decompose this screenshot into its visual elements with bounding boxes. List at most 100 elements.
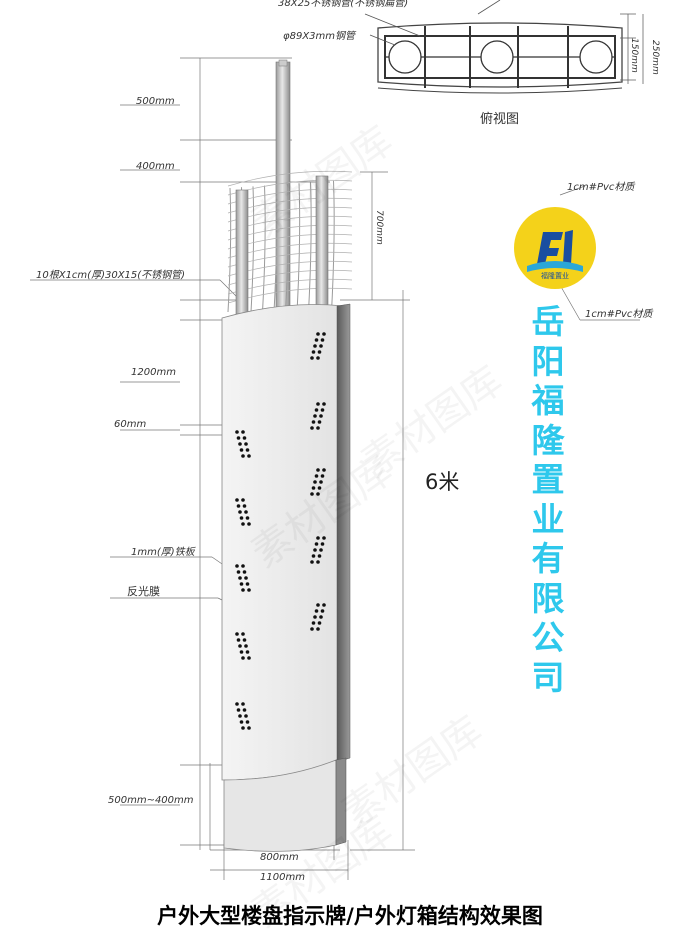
reflective-dot (316, 492, 320, 496)
reflective-dot (235, 498, 239, 502)
reflective-dot (316, 627, 320, 631)
reflective-dot (314, 542, 319, 546)
company-char: 业 (531, 499, 565, 539)
leader-line (364, 13, 421, 37)
fin-tube (285, 183, 289, 313)
base-edge (335, 757, 347, 846)
reflective-dot (245, 720, 250, 724)
reflective-dot (236, 504, 241, 508)
reflective-dot (241, 564, 245, 568)
reflective-dot (314, 609, 319, 613)
company-logo: 福隆置业 (513, 206, 597, 290)
label-500mm: 500mm (136, 96, 175, 107)
reflective-dot (316, 560, 320, 564)
reflective-dot (322, 468, 326, 472)
label-60mm: 60mm (114, 419, 147, 430)
reflective-dot (245, 448, 250, 452)
reflective-dot (242, 570, 247, 574)
panel-edge (336, 303, 351, 763)
reflective-dot (242, 504, 247, 508)
label-base-height: 500mm~400mm (108, 795, 194, 806)
label-1200mm: 1200mm (131, 367, 176, 378)
reflective-dot (316, 603, 320, 607)
top-view-posts (424, 26, 569, 88)
fin-tube (331, 180, 335, 313)
reflective-dot (311, 554, 316, 558)
reflective-dot (313, 414, 317, 418)
reflective-dot (310, 560, 314, 564)
logo-wave (527, 261, 583, 272)
dot-arrow (235, 564, 251, 592)
reflective-dot (241, 454, 245, 458)
reflective-dot (316, 332, 320, 336)
reflective-dot (313, 548, 317, 552)
pipe-circle (388, 40, 422, 74)
fin-tube (296, 183, 301, 313)
reflective-dot (241, 498, 245, 502)
dot-arrow (310, 402, 326, 430)
reflective-dot (239, 448, 244, 452)
reflective-dot (245, 582, 250, 586)
left-dimensions (30, 57, 349, 880)
company-char: 置 (531, 460, 565, 499)
reflective-dot (310, 492, 314, 496)
logo-letter-f (537, 232, 563, 264)
dot-arrow (310, 332, 326, 360)
label-800mm: 800mm (260, 852, 299, 863)
reflective-dot (314, 408, 319, 412)
reflective-dot (317, 350, 322, 354)
reflective-dot (311, 420, 316, 424)
reflective-dot (242, 436, 247, 440)
dot-arrow (310, 536, 326, 564)
reflective-dot (317, 420, 322, 424)
fin-tube (250, 186, 255, 313)
reflective-dot (320, 408, 325, 412)
reflective-dot (235, 702, 239, 706)
company-char: 隆 (531, 420, 565, 460)
left-pipe (235, 189, 249, 315)
reflective-dot (311, 350, 316, 354)
reflective-dot (241, 726, 245, 730)
company-char: 有 (531, 539, 565, 578)
reflective-dot (313, 480, 317, 484)
reflective-dot (311, 486, 316, 490)
label-dim-150: 150mm (629, 38, 639, 73)
reflective-dot (236, 436, 241, 440)
company-char: 限 (531, 578, 565, 618)
reflective-dot (245, 516, 250, 520)
company-char: 岳 (531, 302, 565, 341)
reflective-dot (319, 480, 323, 484)
reflective-dot (320, 609, 325, 613)
reflective-dot (239, 650, 244, 654)
label-pvc-2: 1cm#Pvc材质 (585, 309, 653, 320)
dot-arrow (235, 632, 251, 660)
reflective-dot (310, 426, 314, 430)
label-700mm: 700mm (374, 210, 384, 245)
dot-arrow (235, 430, 251, 458)
top-view-dimension (620, 13, 644, 84)
reflective-dot (247, 522, 251, 526)
reflective-dot (241, 522, 245, 526)
reflective-dot (311, 621, 316, 625)
sign-panel (221, 304, 345, 781)
label-dim-250: 250mm (650, 40, 660, 75)
label-iron-plate: 1mm(厚)铁板 (131, 547, 195, 558)
reflective-dot (235, 430, 239, 434)
company-char: 司 (531, 657, 565, 697)
company-name: 岳阳福隆置业有限公司 (528, 302, 568, 697)
reflective-dot (247, 656, 251, 660)
top-view (364, 0, 644, 94)
dot-arrow (235, 702, 251, 730)
reflective-dot (242, 708, 247, 712)
reflective-dot (241, 588, 245, 592)
label-reflective-film: 反光膜 (127, 585, 160, 598)
reflective-dot (244, 442, 248, 446)
reflective-dot (313, 344, 317, 348)
company-char: 福 (531, 381, 565, 420)
reflective-dot (242, 638, 247, 642)
reflective-dot (238, 510, 242, 514)
reflective-dot (239, 516, 244, 520)
reflective-dot (238, 714, 242, 718)
reflective-dot (314, 474, 319, 478)
dot-arrow (235, 498, 251, 526)
